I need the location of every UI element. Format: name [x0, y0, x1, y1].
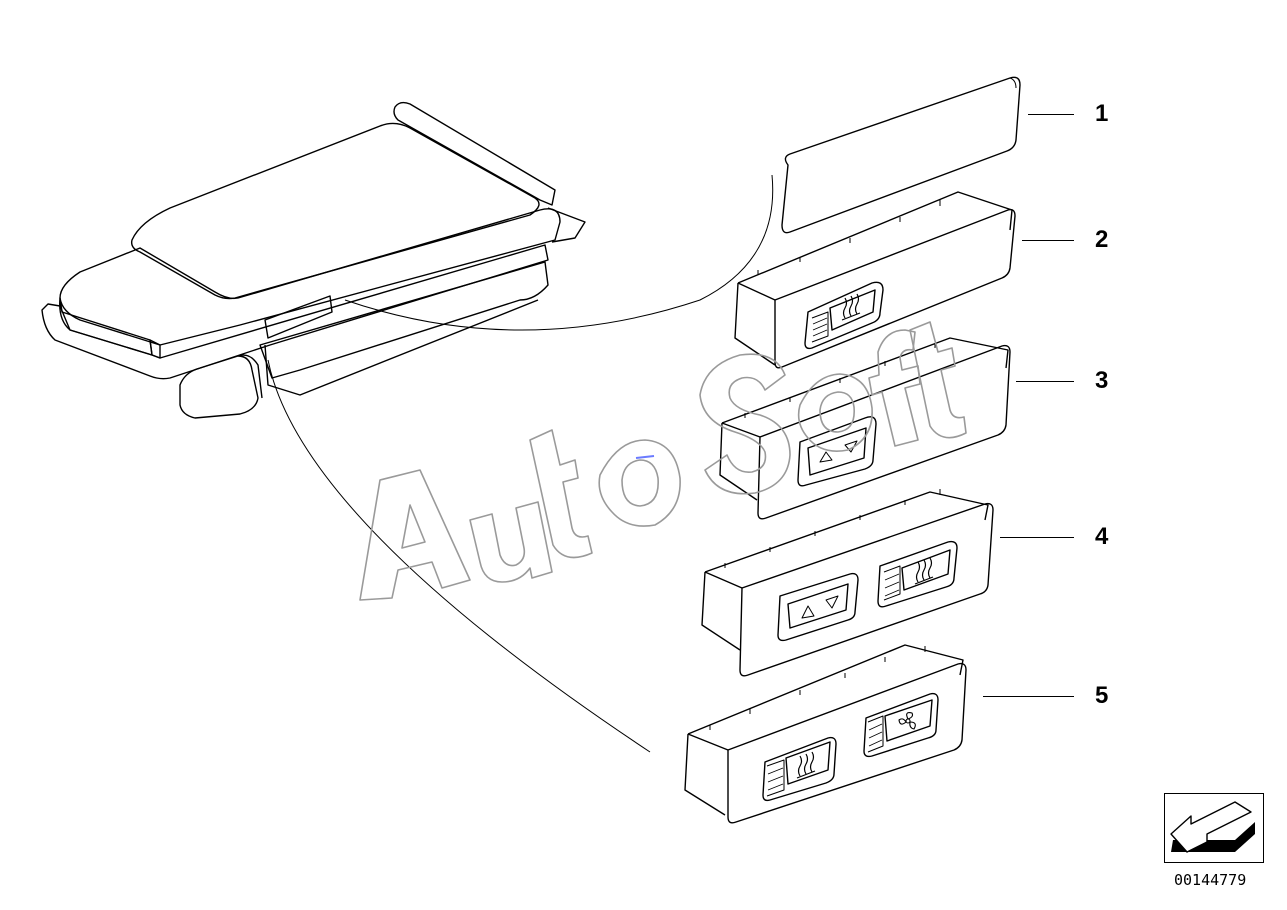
- leader-4: [1000, 537, 1074, 538]
- part-1-cover-plate[interactable]: [781, 76, 1021, 234]
- arrow-down-left-icon: [1170, 801, 1255, 853]
- diagram-id: 00144779: [1174, 871, 1247, 889]
- nav-arrow-button[interactable]: [1164, 793, 1264, 863]
- callout-3[interactable]: 3: [1095, 367, 1109, 394]
- callout-5[interactable]: 5: [1095, 682, 1109, 709]
- seat-heating-icon-2: [914, 557, 934, 585]
- armrest-leader-lower: [267, 359, 651, 753]
- armrest-illustration: [41, 101, 586, 419]
- callout-4[interactable]: 4: [1095, 523, 1109, 550]
- center-marker: [635, 455, 655, 459]
- armrest-leader-upper: [344, 174, 774, 331]
- part-2-switch-seat-heating[interactable]: [734, 191, 1016, 369]
- leader-5: [983, 696, 1074, 697]
- part-5-switch-double[interactable]: [684, 644, 967, 824]
- seat-heating-icon-3: [796, 751, 816, 779]
- callout-1[interactable]: 1: [1095, 100, 1109, 127]
- part-3-switch-up-down[interactable]: [719, 337, 1011, 520]
- watermark-logo: [359, 321, 967, 601]
- leader-1: [1028, 114, 1074, 115]
- part-4-switch-double[interactable]: [701, 489, 994, 677]
- callout-2[interactable]: 2: [1095, 226, 1109, 253]
- leader-2: [1022, 240, 1074, 241]
- seat-heating-icon: [841, 293, 861, 321]
- leader-3: [1016, 381, 1074, 382]
- fan-icon: [898, 712, 916, 730]
